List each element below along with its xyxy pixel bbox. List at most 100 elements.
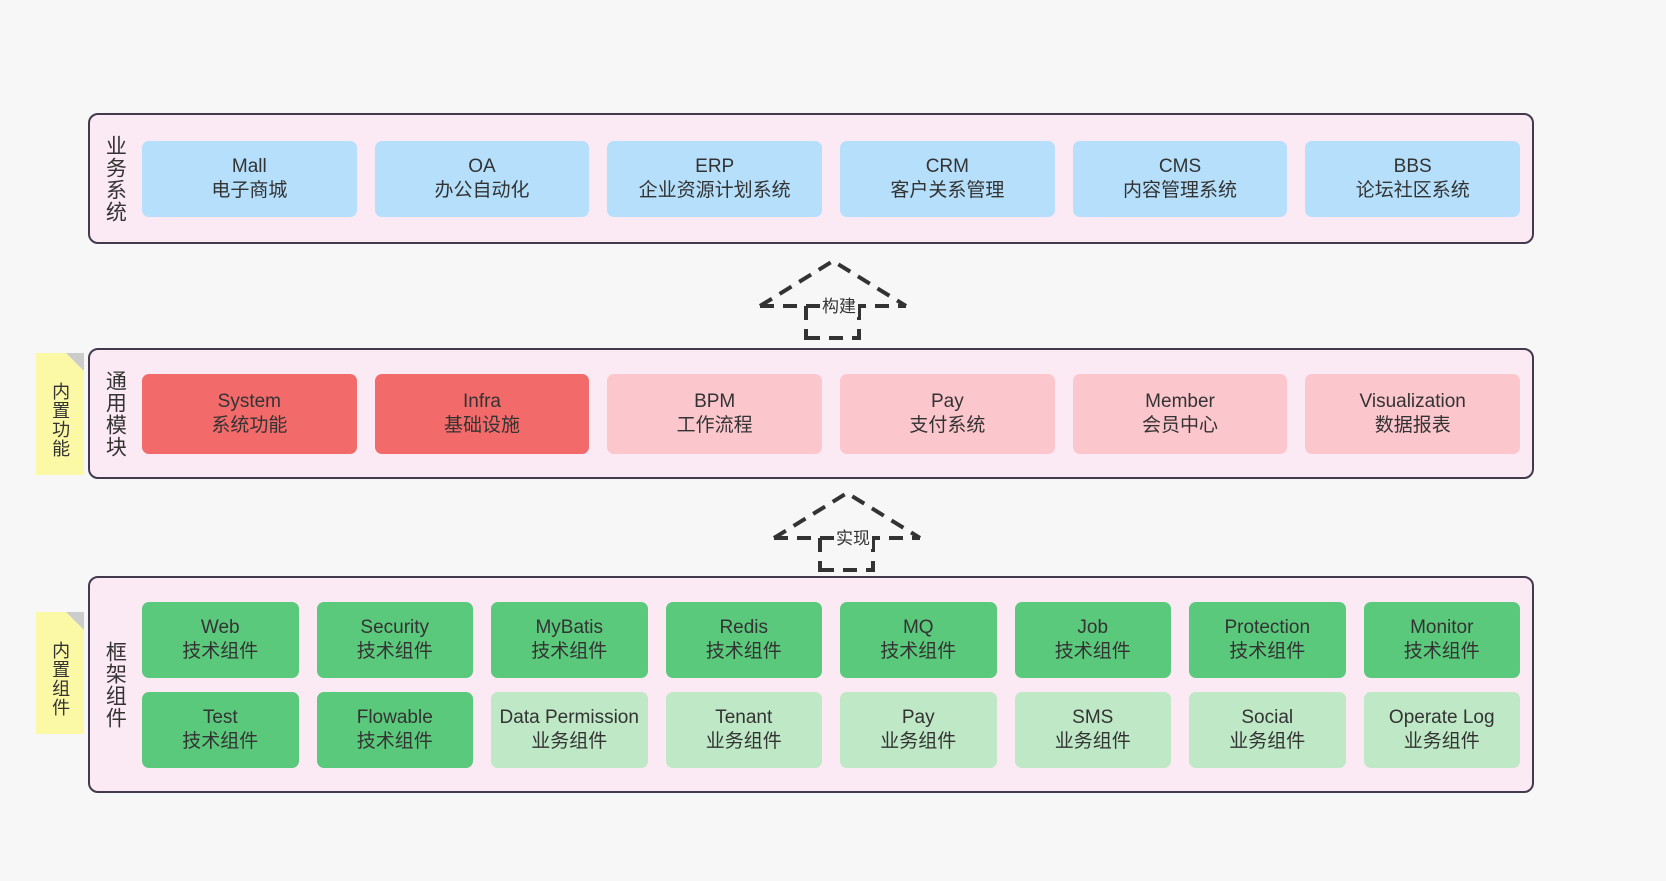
card-subtitle: 工作流程	[676, 414, 753, 436]
card-subtitle: 业务组件	[1403, 730, 1480, 752]
card-row: Test 技术组件 Flowable 技术组件 Data Permission …	[142, 691, 1520, 768]
card-pay-module[interactable]: Pay 支付系统	[840, 373, 1055, 454]
card-title: Security	[360, 617, 430, 639]
card-title: Job	[1077, 617, 1109, 639]
connector-implement: 实现	[772, 490, 922, 572]
sticky-note-label: 内置功能	[50, 382, 71, 458]
card-title: Mall	[231, 156, 267, 178]
card-subtitle: 技术组件	[1229, 640, 1306, 662]
sticky-note-built-in-features: 内置功能	[36, 353, 84, 475]
card-redis[interactable]: Redis 技术组件	[665, 601, 822, 678]
layer-cards-common-modules: System 系统功能 Infra 基础设施 BPM 工作流程 Pay 支付系统…	[138, 350, 1532, 477]
card-subtitle: 技术组件	[1403, 640, 1480, 662]
card-title: Social	[1241, 707, 1294, 729]
card-erp[interactable]: ERP 企业资源计划系统	[607, 140, 823, 217]
layer-label-common-modules: 通用模块	[103, 369, 127, 458]
card-operate-log[interactable]: Operate Log 业务组件	[1363, 691, 1520, 768]
card-subtitle: 技术组件	[531, 640, 608, 662]
sticky-note-built-in-components: 内置组件	[36, 612, 84, 734]
card-title: Tenant	[715, 707, 773, 729]
card-subtitle: 技术组件	[182, 730, 259, 752]
card-data-permission[interactable]: Data Permission 业务组件	[491, 691, 648, 768]
layer-cards-business-systems: Mall 电子商城 OA 办公自动化 ERP 企业资源计划系统 CRM 客户关系…	[138, 115, 1532, 242]
card-row: Web 技术组件 Security 技术组件 MyBatis 技术组件 Redi…	[142, 601, 1520, 678]
card-subtitle: 业务组件	[1229, 730, 1306, 752]
layer-common-modules: 通用模块 System 系统功能 Infra 基础设施 BPM 工作流程 Pay…	[88, 348, 1534, 479]
layer-label-framework-components: 框架组件	[103, 640, 127, 729]
card-title: Web	[200, 617, 240, 639]
card-subtitle: 企业资源计划系统	[638, 179, 791, 201]
card-protection[interactable]: Protection 技术组件	[1189, 601, 1346, 678]
card-subtitle: 客户关系管理	[890, 179, 1005, 201]
card-subtitle: 技术组件	[880, 640, 957, 662]
layer-business-systems: 业务系统 Mall 电子商城 OA 办公自动化 ERP 企业资源计划系统 CRM…	[88, 113, 1534, 244]
connector-build: 构建	[758, 258, 908, 340]
card-title: Operate Log	[1388, 707, 1495, 729]
card-title: Visualization	[1359, 391, 1466, 413]
card-infra[interactable]: Infra 基础设施	[374, 373, 590, 454]
card-title: Monitor	[1410, 617, 1474, 639]
card-title: MyBatis	[535, 617, 604, 639]
card-title: Protection	[1224, 617, 1311, 639]
card-title: ERP	[695, 156, 735, 178]
card-subtitle: 内容管理系统	[1123, 179, 1238, 201]
card-crm[interactable]: CRM 客户关系管理	[840, 140, 1055, 217]
card-member[interactable]: Member 会员中心	[1072, 373, 1288, 454]
connector-label-build: 构建	[820, 292, 858, 317]
card-subtitle: 技术组件	[356, 730, 433, 752]
card-cms[interactable]: CMS 内容管理系统	[1072, 140, 1288, 217]
card-row: System 系统功能 Infra 基础设施 BPM 工作流程 Pay 支付系统…	[142, 373, 1521, 454]
card-subtitle: 业务组件	[880, 730, 957, 752]
card-title: OA	[468, 156, 496, 178]
card-pay-component[interactable]: Pay 业务组件	[840, 691, 997, 768]
card-title: Data Permission	[499, 707, 639, 729]
card-title: Pay	[901, 707, 935, 729]
card-title: CRM	[925, 156, 969, 178]
card-title: BBS	[1393, 156, 1432, 178]
card-subtitle: 业务组件	[705, 730, 782, 752]
card-title: MQ	[902, 617, 934, 639]
card-subtitle: 业务组件	[1054, 730, 1131, 752]
card-subtitle: 业务组件	[531, 730, 608, 752]
connector-label-implement: 实现	[834, 524, 872, 549]
card-job[interactable]: Job 技术组件	[1014, 601, 1171, 678]
card-title: Flowable	[356, 707, 433, 729]
card-title: SMS	[1072, 707, 1114, 729]
card-title: CMS	[1158, 156, 1202, 178]
card-subtitle: 技术组件	[705, 640, 782, 662]
layer-label-business-systems: 业务系统	[103, 134, 127, 223]
card-subtitle: 技术组件	[356, 640, 433, 662]
card-monitor[interactable]: Monitor 技术组件	[1363, 601, 1520, 678]
card-tenant[interactable]: Tenant 业务组件	[665, 691, 822, 768]
card-subtitle: 办公自动化	[434, 179, 530, 201]
card-subtitle: 技术组件	[1054, 640, 1131, 662]
card-social[interactable]: Social 业务组件	[1189, 691, 1346, 768]
card-title: Pay	[930, 391, 964, 413]
card-visualization[interactable]: Visualization 数据报表	[1305, 373, 1521, 454]
card-subtitle: 电子商城	[211, 179, 288, 201]
layer-cards-framework-components: Web 技术组件 Security 技术组件 MyBatis 技术组件 Redi…	[138, 578, 1532, 791]
card-security[interactable]: Security 技术组件	[316, 601, 473, 678]
card-oa[interactable]: OA 办公自动化	[374, 140, 590, 217]
card-subtitle: 支付系统	[909, 414, 986, 436]
card-subtitle: 数据报表	[1374, 414, 1451, 436]
card-subtitle: 技术组件	[182, 640, 259, 662]
card-test[interactable]: Test 技术组件	[142, 691, 299, 768]
card-bbs[interactable]: BBS 论坛社区系统	[1305, 140, 1521, 217]
card-sms[interactable]: SMS 业务组件	[1014, 691, 1171, 768]
card-web[interactable]: Web 技术组件	[142, 601, 299, 678]
card-subtitle: 基础设施	[444, 414, 521, 436]
card-title: Member	[1145, 391, 1215, 413]
layer-framework-components: 框架组件 Web 技术组件 Security 技术组件 MyBatis 技术组件…	[88, 576, 1534, 793]
card-title: Test	[202, 707, 238, 729]
card-bpm[interactable]: BPM 工作流程	[607, 373, 823, 454]
card-mybatis[interactable]: MyBatis 技术组件	[491, 601, 648, 678]
card-subtitle: 系统功能	[211, 414, 288, 436]
card-mall[interactable]: Mall 电子商城	[142, 140, 357, 217]
card-flowable[interactable]: Flowable 技术组件	[316, 691, 473, 768]
card-mq[interactable]: MQ 技术组件	[840, 601, 997, 678]
card-system[interactable]: System 系统功能	[142, 373, 357, 454]
sticky-note-label: 内置组件	[50, 641, 71, 717]
card-subtitle: 论坛社区系统	[1355, 179, 1470, 201]
